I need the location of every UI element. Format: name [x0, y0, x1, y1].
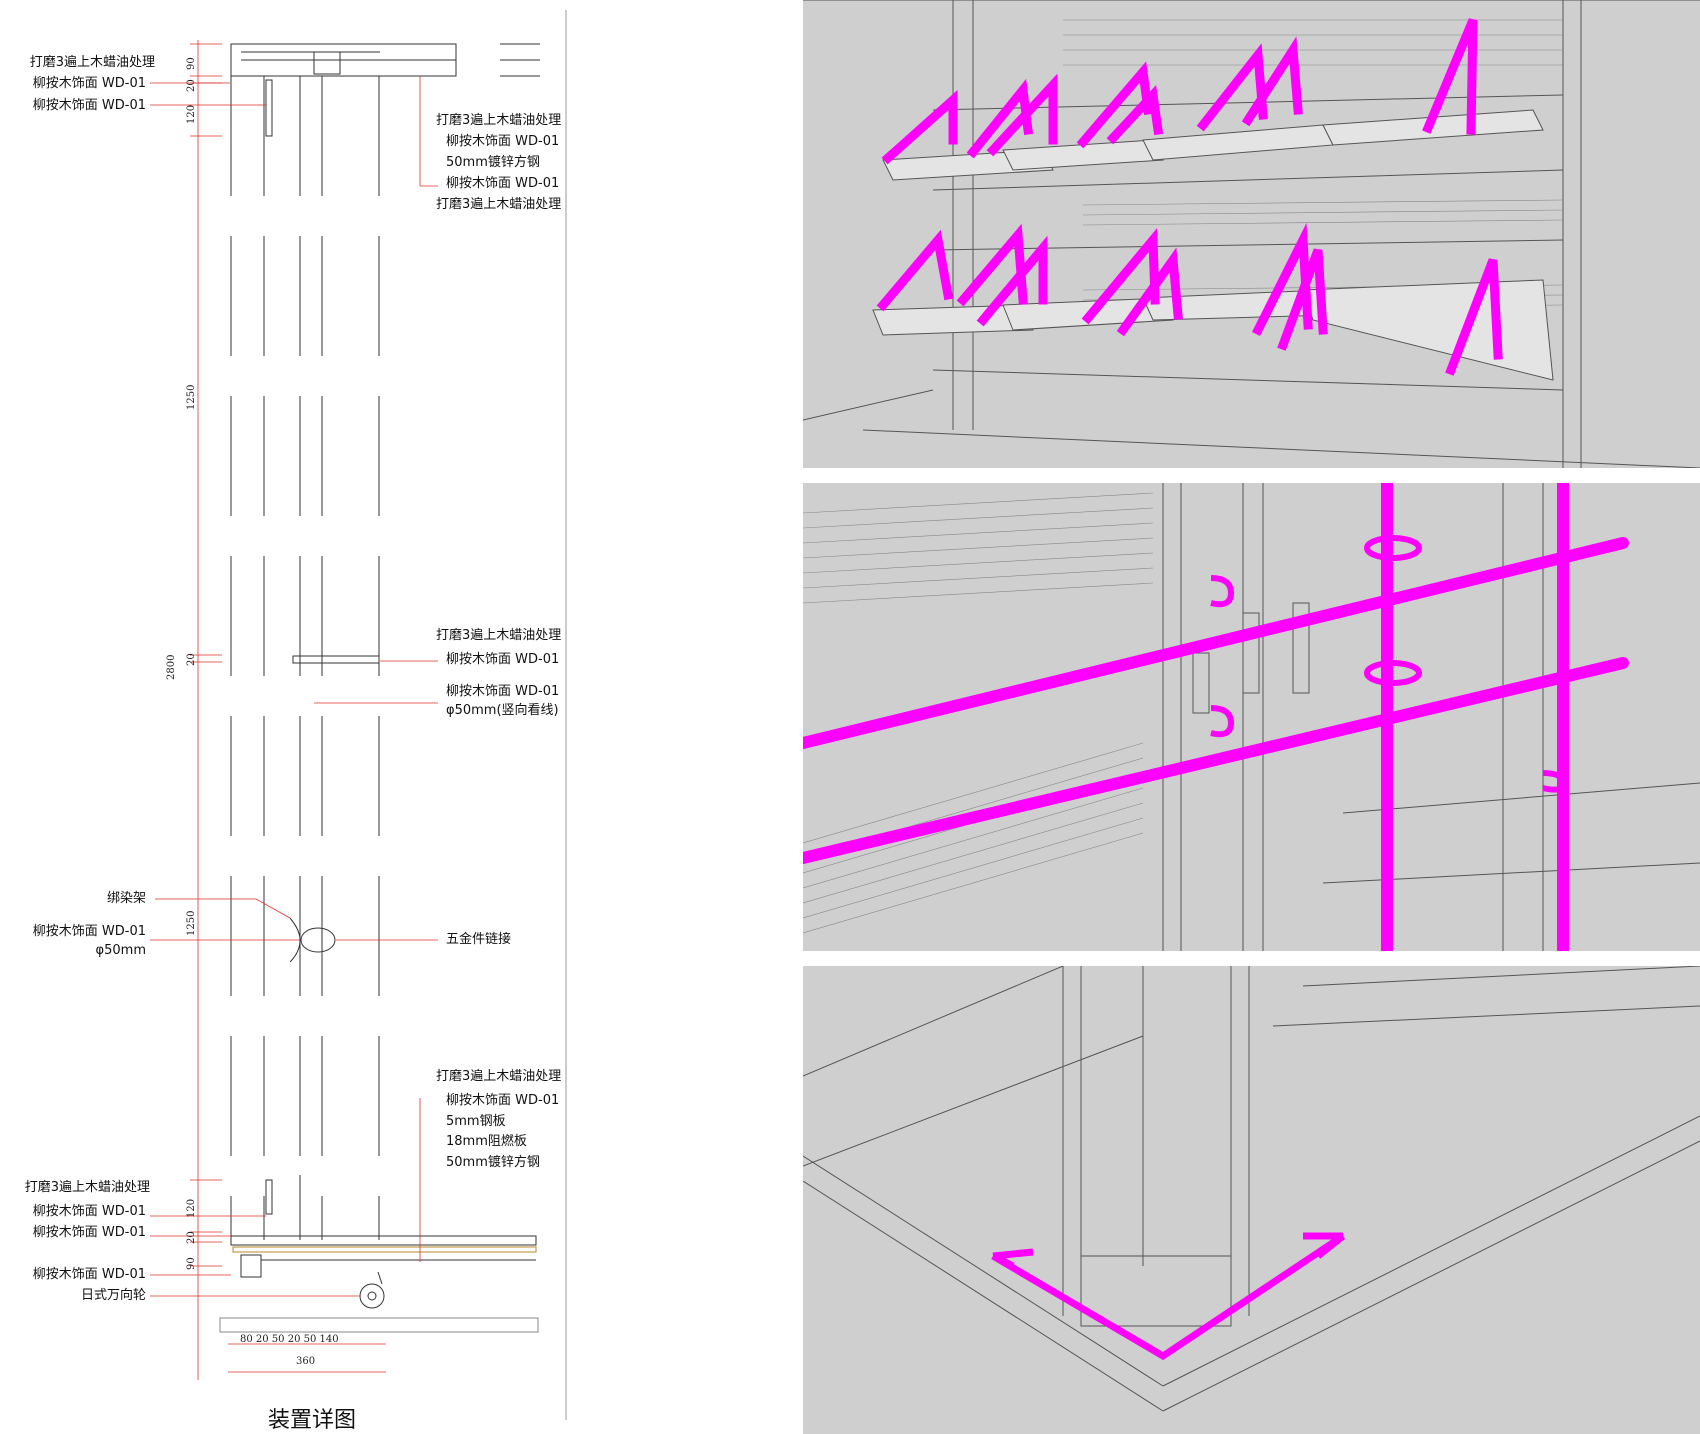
- dim-2800: 2800: [166, 654, 177, 680]
- label-dye-rack: 绑染架: [106, 891, 146, 906]
- shelves-render: [803, 0, 1700, 468]
- render-panel-corner: [803, 966, 1700, 1434]
- label-wd01-bot-l2: 柳按木饰面 WD-01: [32, 1225, 146, 1240]
- label-steel-plate: 5mm钢板: [446, 1114, 506, 1129]
- drawing-title: 装置详图: [268, 1408, 357, 1433]
- dim-20-bot: 20: [186, 1231, 197, 1244]
- dim-20-mid: 20: [186, 653, 197, 666]
- label-steel-top: 50mm镀锌方钢: [446, 155, 540, 170]
- label-wax-top-right-2: 打磨3遍上木蜡油处理: [436, 197, 562, 212]
- label-wd01-bot-r: 柳按木饰面 WD-01: [446, 1093, 560, 1108]
- label-wax-top-right: 打磨3遍上木蜡油处理: [436, 113, 562, 128]
- label-wd01-top-r2: 柳按木饰面 WD-01: [446, 176, 560, 191]
- dim-90-bot: 90: [186, 1257, 197, 1270]
- label-fire-board: 18mm阻燃板: [446, 1134, 527, 1149]
- label-caster: 日式万向轮: [80, 1288, 146, 1303]
- label-wd01-top-2: 柳按木饰面 WD-01: [32, 98, 146, 113]
- label-wd01-bot-l3: 柳按木饰面 WD-01: [32, 1267, 146, 1282]
- section-drawing: [150, 10, 567, 1420]
- render-panel-shelves: [803, 0, 1700, 468]
- render-panel-rails: [803, 483, 1700, 951]
- label-wax-top-left: 打磨3遍上木蜡油处理: [29, 55, 155, 70]
- dim-1250-top: 1250: [186, 384, 197, 410]
- label-wd01-rack: 柳按木饰面 WD-01: [32, 924, 146, 939]
- rails-render: [803, 483, 1700, 951]
- label-steel-bot: 50mm镀锌方钢: [446, 1155, 540, 1170]
- corner-render: [803, 966, 1700, 1412]
- dim-120-bot: 120: [186, 1198, 197, 1218]
- dim-h-row: 80 20 50 20 50 140: [240, 1334, 339, 1345]
- label-phi50-rack: φ50mm: [95, 943, 146, 958]
- dim-90-top: 90: [186, 57, 197, 70]
- label-wd01-mid-2: 柳按木饰面 WD-01: [446, 684, 560, 699]
- dim-h-total: 360: [296, 1356, 316, 1367]
- label-wd01-top-r1: 柳按木饰面 WD-01: [446, 134, 560, 149]
- label-phi50-vertical: φ50mm(竖向看线): [446, 703, 559, 718]
- dim-1250-bot: 1250: [186, 910, 197, 936]
- label-wd01-top-1: 柳按木饰面 WD-01: [32, 76, 146, 91]
- label-wd01-mid-1: 柳按木饰面 WD-01: [446, 652, 560, 667]
- label-wax-bot-right: 打磨3遍上木蜡油处理: [436, 1069, 562, 1084]
- dim-20-top: 20: [186, 79, 197, 92]
- label-wax-bot-left: 打磨3遍上木蜡油处理: [24, 1180, 150, 1195]
- dim-120-top: 120: [186, 104, 197, 124]
- label-wd01-bot-l1: 柳按木饰面 WD-01: [32, 1204, 146, 1219]
- label-wax-mid: 打磨3遍上木蜡油处理: [436, 628, 562, 643]
- label-hardware: 五金件链接: [446, 932, 512, 947]
